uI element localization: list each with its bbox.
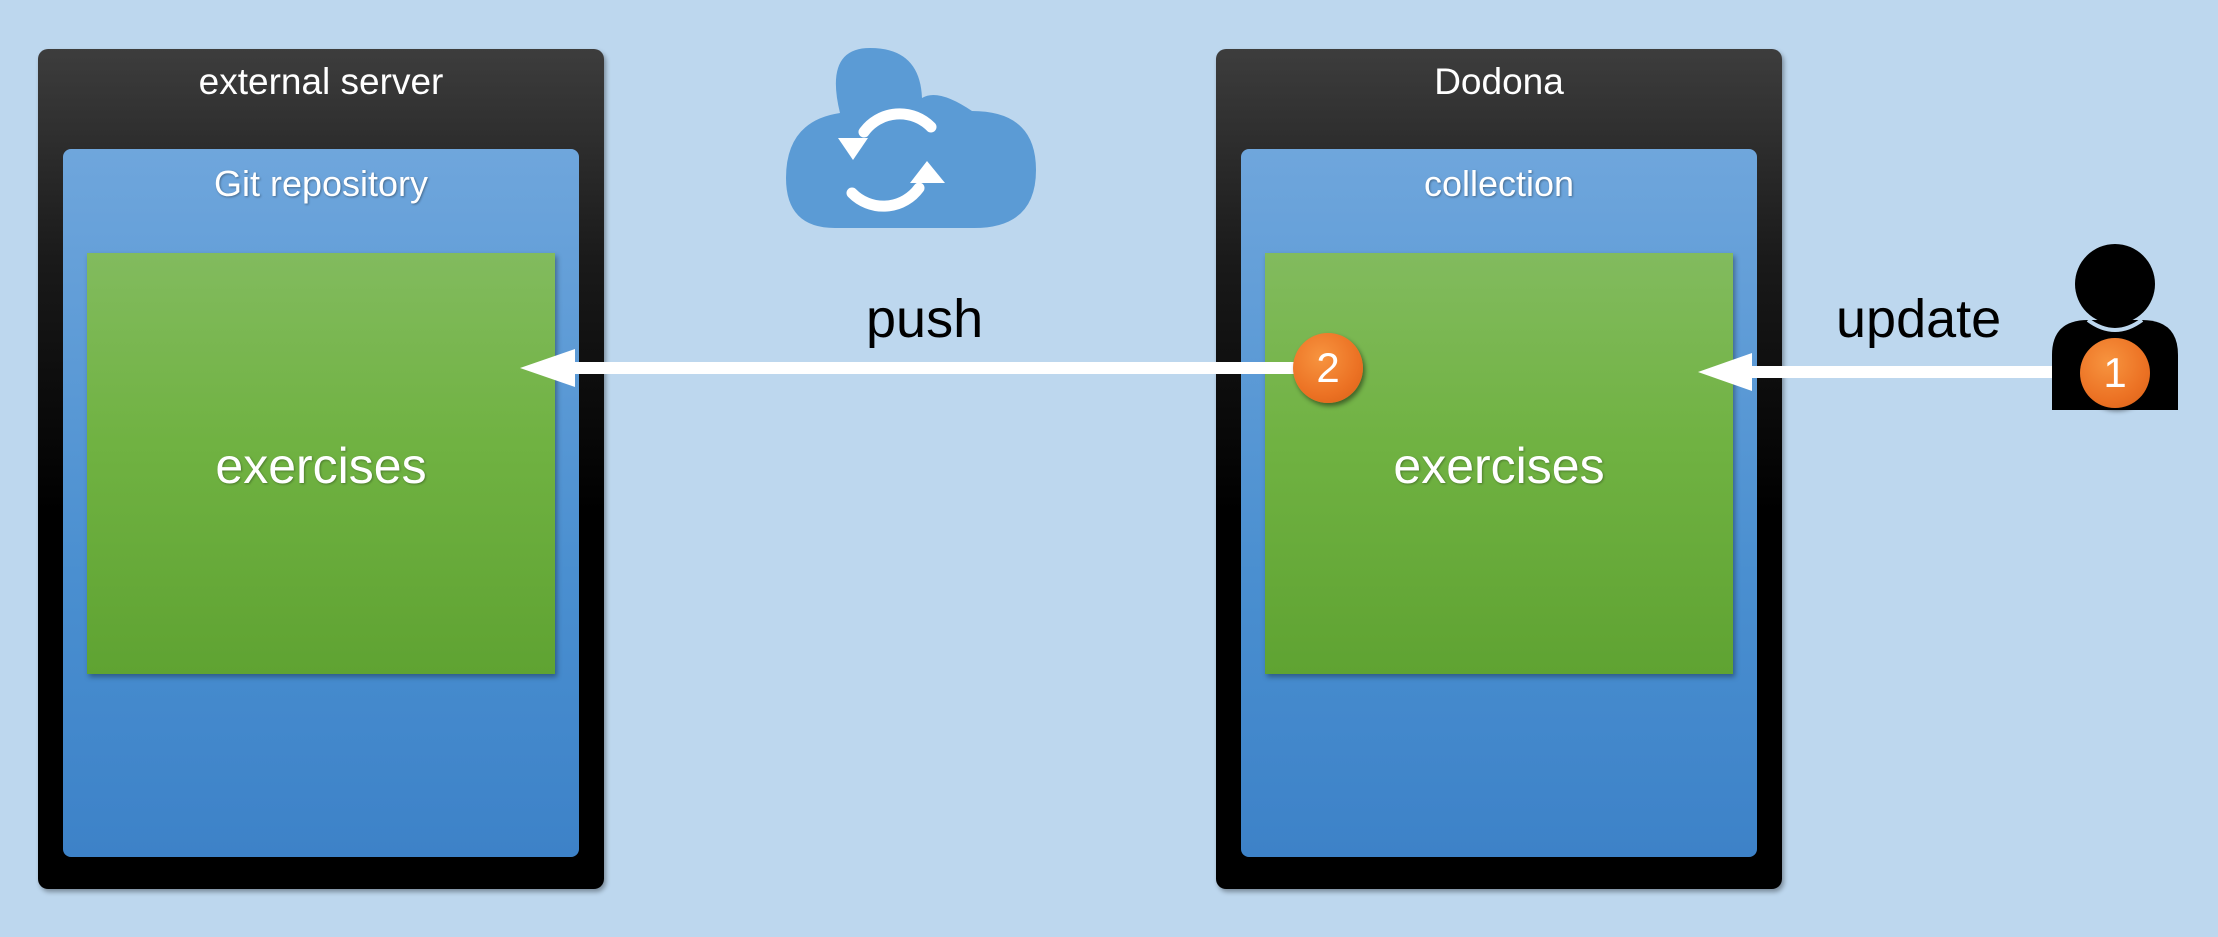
collection-title: collection	[1423, 163, 1575, 204]
git-repository-box: Git repository exercises	[63, 149, 579, 857]
exercises-box-left: exercises	[87, 253, 555, 674]
exercises-box-right: exercises	[1265, 253, 1733, 674]
git-repository-title: Git repository	[213, 163, 429, 204]
step-1-badge: 1	[2080, 338, 2150, 408]
push-label: push	[866, 289, 984, 349]
cloud-sync-icon	[786, 48, 1036, 228]
external-server-title: external server	[198, 61, 444, 102]
push-arrow	[520, 349, 1300, 387]
exercises-label-left: exercises	[215, 438, 427, 494]
update-label: update	[1836, 289, 2002, 349]
dodona-title: Dodona	[1434, 61, 1564, 102]
dodona-box: Dodona collection exercises	[1216, 49, 1782, 889]
update-arrow	[1698, 353, 2090, 391]
step-2-badge: 2	[1293, 333, 1363, 403]
exercises-label-right: exercises	[1393, 438, 1605, 494]
collection-box: collection exercises	[1241, 149, 1757, 857]
external-server-box: external server Git repository exercises	[38, 49, 604, 889]
